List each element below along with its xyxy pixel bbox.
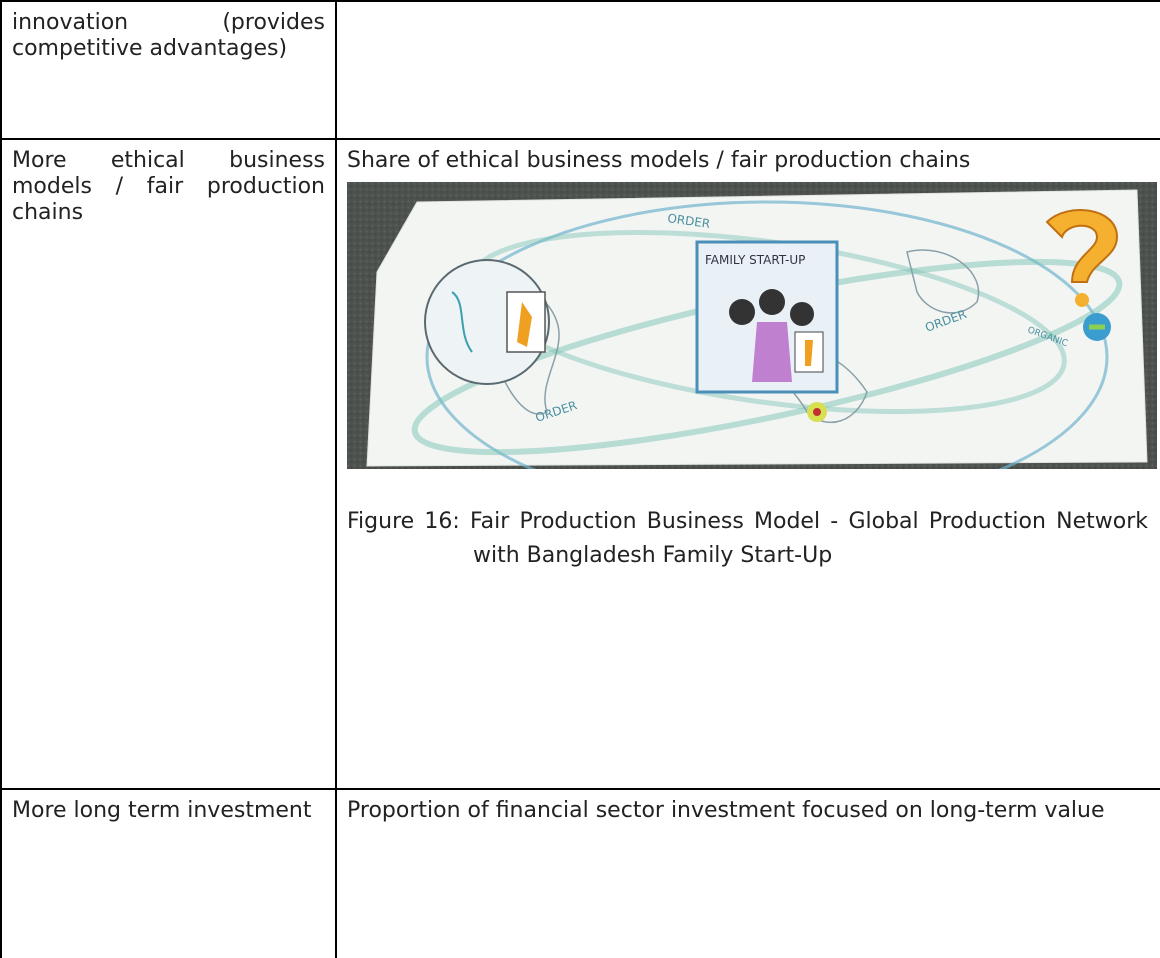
table-cell-right: Share of ethical business models / fair … <box>335 138 1160 790</box>
sketch-family-label: FAMILY START-UP <box>705 253 805 267</box>
figure-caption-text: Figure 16: Fair Production Business Mode… <box>347 509 1148 568</box>
table-cell-right <box>335 0 1160 140</box>
table-cell-right: Proportion of financial sector investmen… <box>335 788 1160 958</box>
sketch-photo: FAMILY START-UP <box>347 182 1157 469</box>
table-cell-left: More ethical business models / fair prod… <box>0 138 337 790</box>
table-cell-left: innovation (provides competitive advanta… <box>0 0 337 140</box>
figure-caption: Figure 16: Fair Production Business Mode… <box>347 505 1160 573</box>
indicator-text: Share of ethical business models / fair … <box>347 148 971 173</box>
table-cell-left: More long term investment <box>0 788 337 958</box>
sketch-photo-image: FAMILY START-UP <box>347 182 1157 469</box>
sketch-order-label: ORDER <box>667 211 711 231</box>
table-row: More long term investment Proportion of … <box>0 788 1160 958</box>
table-row: innovation (provides competitive advanta… <box>0 0 1160 140</box>
table-row: More ethical business models / fair prod… <box>0 138 1160 790</box>
